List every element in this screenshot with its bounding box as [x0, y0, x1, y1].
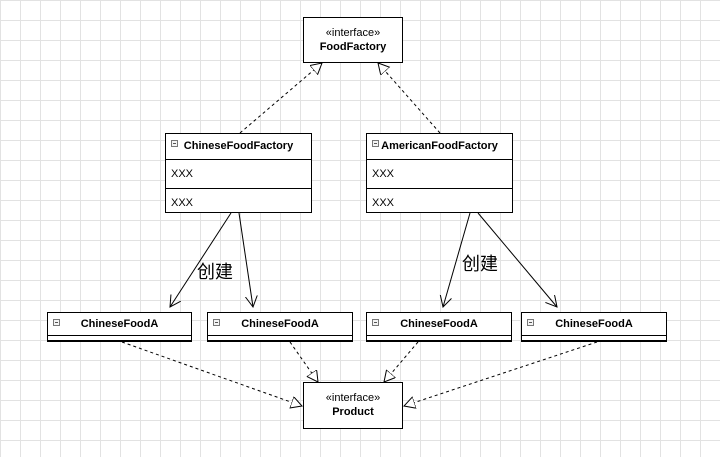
- class-product-1[interactable]: ChineseFoodA: [47, 312, 192, 342]
- collapse-toggle-icon[interactable]: [527, 319, 534, 326]
- class-product-3[interactable]: ChineseFoodA: [366, 312, 512, 342]
- collapse-toggle-icon[interactable]: [53, 319, 60, 326]
- class-name: AmericanFoodFactory: [381, 140, 498, 152]
- class-header: ChineseFoodA: [48, 313, 191, 336]
- class-header: ChineseFoodFactory: [166, 134, 311, 160]
- compartment-divider: [48, 339, 191, 341]
- compartment-divider: [208, 339, 352, 341]
- create-arrow-2: [238, 212, 253, 307]
- stereotype-label: «interface»: [325, 392, 381, 404]
- realization-product-1: [121, 341, 302, 406]
- class-header: ChineseFoodA: [367, 313, 511, 336]
- class-product-4[interactable]: ChineseFoodA: [521, 312, 667, 342]
- collapse-toggle-icon[interactable]: [171, 140, 178, 147]
- stereotype-label: «interface»: [325, 26, 381, 39]
- create-arrow-1: [170, 212, 232, 307]
- compartment-divider: [367, 339, 511, 341]
- collapse-toggle-icon[interactable]: [372, 140, 379, 147]
- realization-product-4: [404, 341, 598, 406]
- class-name: ChineseFoodA: [241, 318, 319, 330]
- class-name: ChineseFoodA: [400, 318, 478, 330]
- interface-food-factory[interactable]: «interface» FoodFactory: [303, 17, 403, 63]
- create-label-right: 创建: [462, 254, 498, 275]
- interface-name: Product: [332, 406, 374, 418]
- class-header: AmericanFoodFactory: [367, 134, 512, 160]
- realization-american-factory: [378, 63, 441, 134]
- class-attribute: XXX: [166, 160, 311, 189]
- class-header: ChineseFoodA: [208, 313, 352, 336]
- interface-name: FoodFactory: [319, 40, 387, 53]
- class-name: ChineseFoodA: [555, 318, 633, 330]
- class-method: XXX: [372, 197, 395, 209]
- collapse-toggle-icon[interactable]: [372, 319, 379, 326]
- interface-product[interactable]: «interface» Product: [303, 382, 403, 429]
- class-product-2[interactable]: ChineseFoodA: [207, 312, 353, 342]
- class-attribute: XXX: [367, 160, 512, 189]
- create-label-left: 创建: [197, 262, 233, 283]
- create-arrow-3: [443, 212, 471, 307]
- create-arrow-4: [477, 212, 557, 307]
- realization-product-3: [384, 341, 419, 382]
- class-header: ChineseFoodA: [522, 313, 666, 336]
- realization-chinese-factory: [239, 63, 322, 134]
- class-method: XXX: [171, 197, 194, 209]
- class-american-food-factory[interactable]: AmericanFoodFactory XXX XXX: [366, 133, 513, 213]
- compartment-divider: [522, 339, 666, 341]
- class-name: ChineseFoodFactory: [183, 140, 294, 152]
- class-name: ChineseFoodA: [80, 318, 159, 330]
- collapse-toggle-icon[interactable]: [213, 319, 220, 326]
- class-chinese-food-factory[interactable]: ChineseFoodFactory XXX XXX: [165, 133, 312, 213]
- realization-product-2: [289, 341, 318, 382]
